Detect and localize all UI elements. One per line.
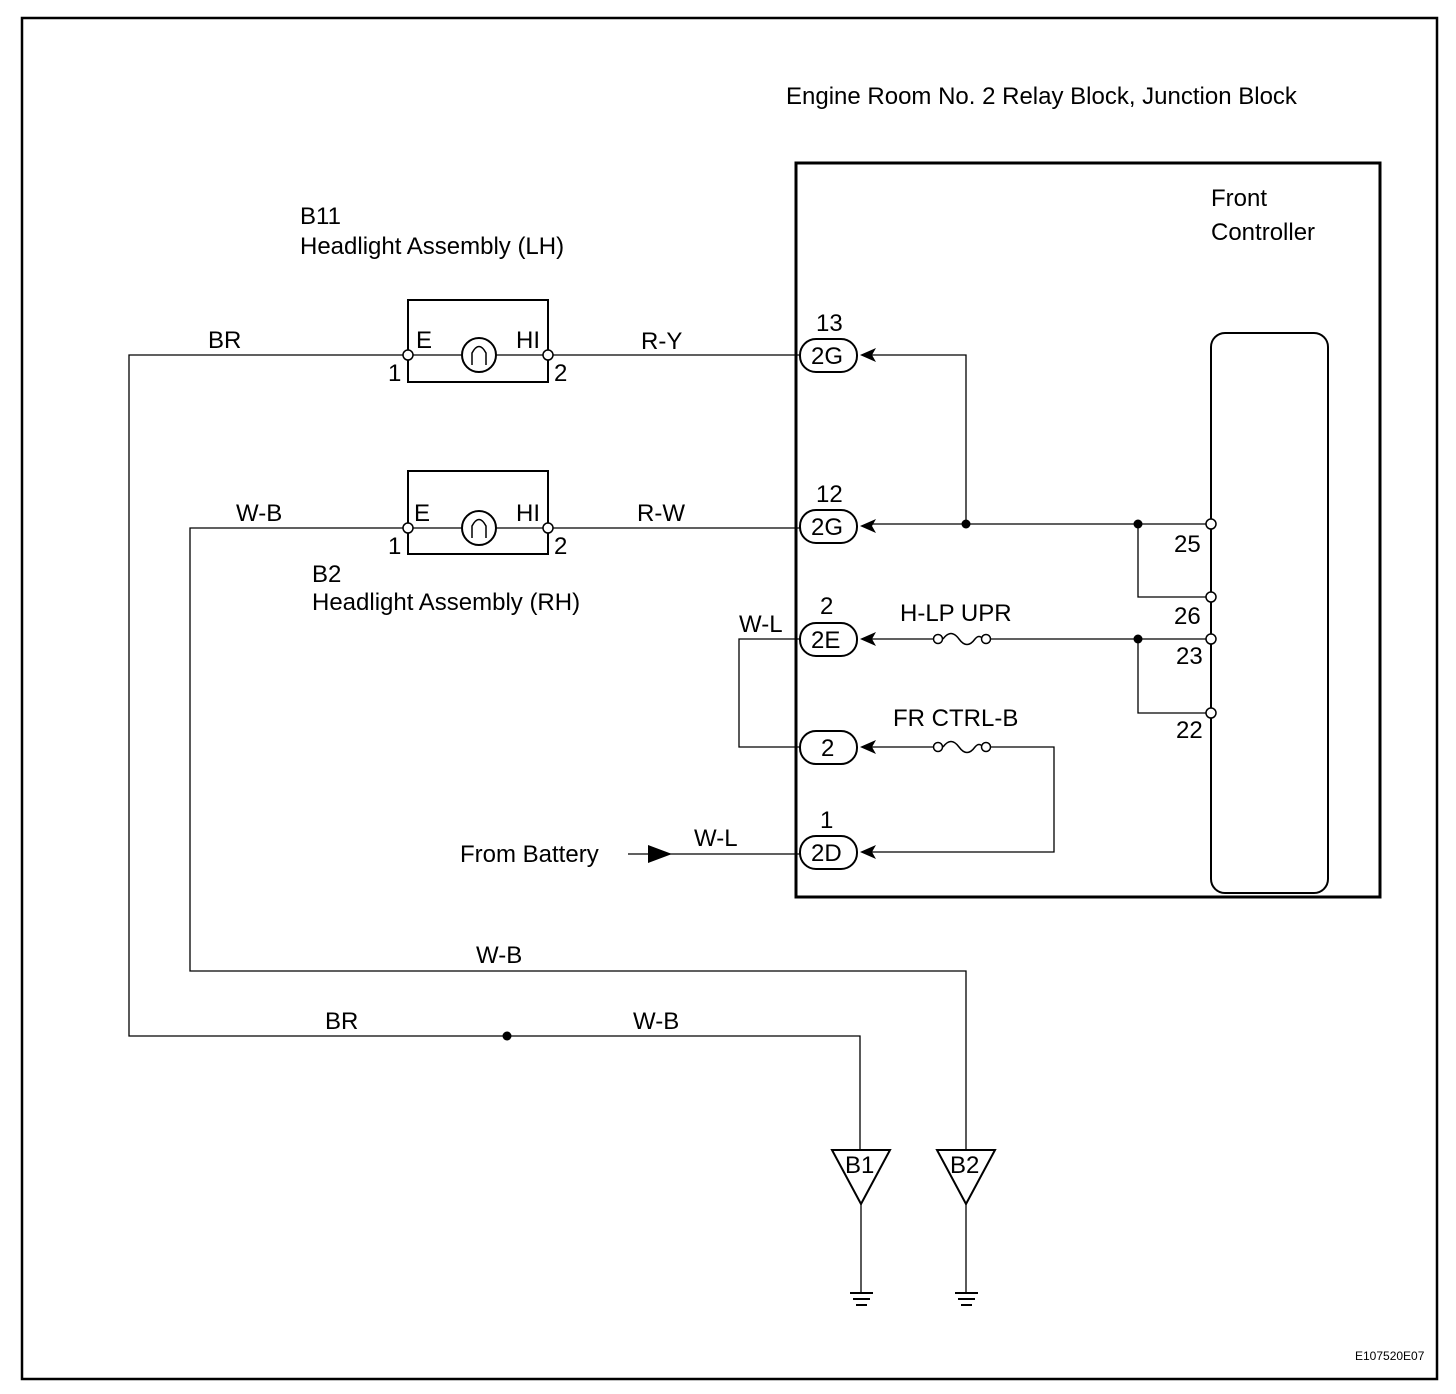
front-controller-box bbox=[1210, 332, 1329, 894]
ground-b1: B1 bbox=[830, 1149, 892, 1306]
ground-b1-icon bbox=[850, 1292, 873, 1306]
connector-pin-number: 12 bbox=[816, 481, 843, 508]
wire-wl-loop bbox=[738, 638, 800, 748]
wire-br bbox=[128, 354, 861, 1150]
connector-pin-number: 13 bbox=[816, 310, 843, 337]
wire-label-wb-top: W-B bbox=[236, 500, 282, 527]
fuse-h-lp-upr-icon bbox=[932, 632, 992, 646]
headlight-lh-pin-hi-number: 2 bbox=[554, 360, 567, 387]
controller-pin-22: 22 bbox=[1176, 717, 1203, 744]
controller-pin-26: 26 bbox=[1174, 603, 1201, 630]
bulb-lh-icon bbox=[461, 337, 497, 373]
connector-2g-13: 13 2G bbox=[799, 310, 876, 373]
headlight-rh-pin-hi-number: 2 bbox=[554, 533, 567, 560]
connector-label: 2D bbox=[811, 840, 842, 867]
headlight-lh-name: Headlight Assembly (LH) bbox=[300, 233, 564, 260]
wire-label-ry: R-Y bbox=[641, 328, 682, 355]
connector-label: 2E bbox=[811, 627, 840, 654]
headlight-lh-pin-e-label: E bbox=[416, 327, 432, 354]
headlight-lh-box bbox=[407, 299, 549, 383]
headlight-lh-code: B11 bbox=[300, 203, 341, 230]
battery-label: From Battery bbox=[460, 841, 599, 868]
wire-label-wb-mid: W-B bbox=[476, 942, 522, 969]
relay-block-title: Engine Room No. 2 Relay Block, Junction … bbox=[786, 83, 1298, 110]
headlight-rh-pin-hi-label: HI bbox=[516, 500, 540, 527]
connector-2e-2: 2 2E bbox=[799, 593, 876, 657]
ground-b2-label: B2 bbox=[950, 1152, 979, 1179]
controller-pin-23: 23 bbox=[1176, 643, 1203, 670]
connector-pin-number: 2 bbox=[820, 593, 833, 620]
terminals bbox=[402, 349, 1217, 719]
battery-arrow-icon bbox=[648, 845, 672, 863]
headlight-rh-name: Headlight Assembly (RH) bbox=[312, 589, 580, 616]
fuse-label-h-lp-upr: H-LP UPR bbox=[900, 600, 1012, 627]
wire-label-rw: R-W bbox=[637, 500, 685, 527]
ground-b2: B2 bbox=[935, 1149, 997, 1306]
wire-label-wb-bottom: W-B bbox=[633, 1008, 679, 1035]
fuse-label-fr-ctrl-b: FR CTRL-B bbox=[893, 705, 1018, 732]
wire-label-wl-battery: W-L bbox=[694, 825, 738, 852]
connector-label: 2 bbox=[821, 735, 834, 762]
connector-2d-1: 1 2D bbox=[799, 807, 876, 870]
relay-block-box bbox=[794, 161, 1382, 899]
splice-br-wb bbox=[502, 1031, 512, 1041]
ground-b1-label: B1 bbox=[845, 1152, 874, 1179]
headlight-lh-pin-e-number: 1 bbox=[388, 360, 401, 387]
bulb-rh-icon bbox=[461, 510, 497, 546]
connector-2g-12: 12 2G bbox=[799, 481, 876, 544]
controller-label-line1: Front bbox=[1211, 185, 1267, 212]
connector-pin-number: 1 bbox=[820, 807, 833, 834]
connector-label: 2G bbox=[811, 343, 843, 370]
wire-label-wl-top: W-L bbox=[739, 611, 783, 638]
headlight-lh-pin-hi-label: HI bbox=[516, 327, 540, 354]
wire-label-br-bottom: BR bbox=[325, 1008, 358, 1035]
wire-label-br-top: BR bbox=[208, 327, 241, 354]
controller-pin-25: 25 bbox=[1174, 531, 1201, 558]
headlight-rh-pin-e-label: E bbox=[414, 500, 430, 527]
connector-2: 2 bbox=[799, 730, 876, 765]
wire-wb bbox=[189, 527, 967, 1150]
headlight-rh-code: B2 bbox=[312, 561, 341, 588]
controller-label-line2: Controller bbox=[1211, 219, 1315, 246]
diagram-frame bbox=[20, 16, 1439, 1381]
ground-b2-icon bbox=[955, 1292, 978, 1306]
headlight-rh-pin-e-number: 1 bbox=[388, 533, 401, 560]
connector-label: 2G bbox=[811, 514, 843, 541]
figure-id: E107520E07 bbox=[1355, 1349, 1425, 1363]
headlight-rh-box bbox=[407, 470, 549, 555]
fuse-fr-ctrl-b-icon bbox=[932, 740, 992, 754]
